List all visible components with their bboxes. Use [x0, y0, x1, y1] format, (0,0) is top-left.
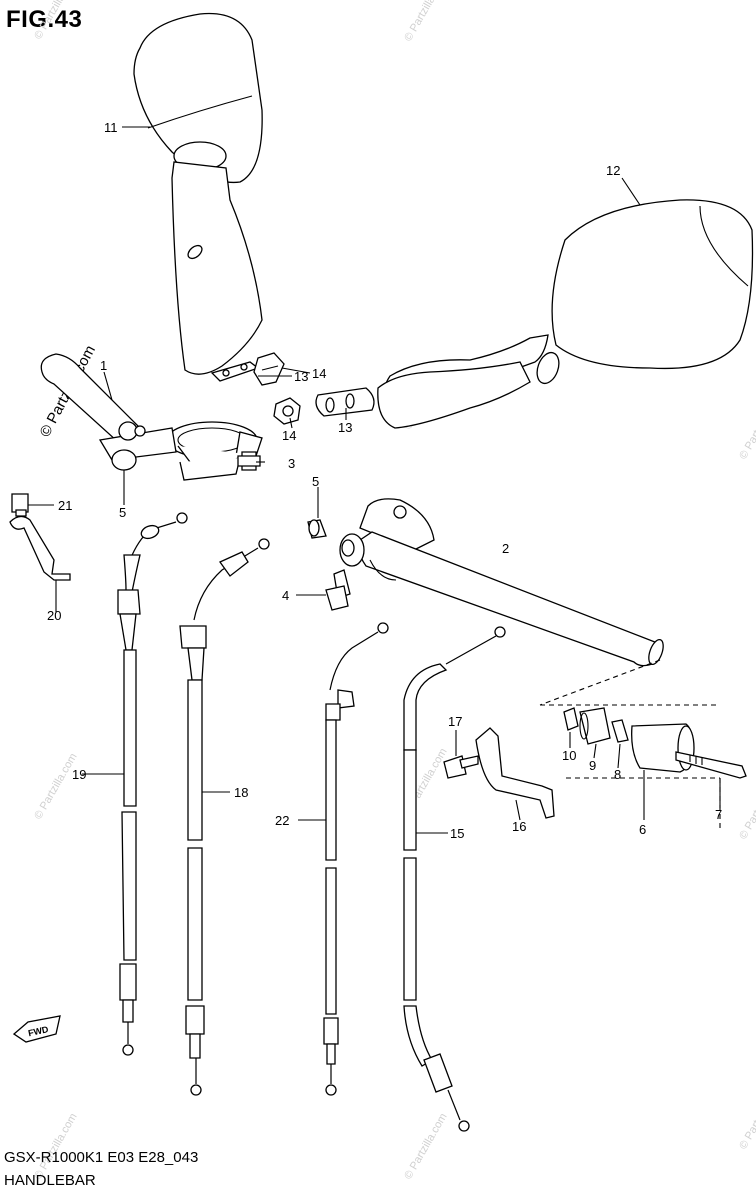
watermark: © Partzilla.com — [737, 391, 756, 461]
watermark: © Partzilla.com — [737, 1081, 756, 1151]
figure-title: FIG.43 — [6, 6, 83, 33]
callout-11: 11 — [104, 120, 118, 135]
cable-18 — [179, 538, 270, 1096]
watermark: © Partzilla.com — [402, 0, 449, 44]
nut-8 — [611, 719, 629, 743]
callout-12: 12 — [606, 163, 620, 178]
diagram-title: HANDLEBAR — [4, 1172, 96, 1189]
washer-10 — [563, 707, 579, 731]
watermarks: © Partzilla.com © Partzilla.com © Partzi… — [32, 0, 756, 1182]
fwd-label: FWD — [27, 1024, 50, 1038]
mirror-right — [377, 199, 754, 429]
callout-18: 18 — [234, 785, 248, 800]
callout-19: 19 — [72, 767, 86, 782]
callout-13: 13 — [294, 369, 308, 384]
callout-5: 5 — [119, 505, 126, 520]
bolt-3 — [237, 451, 261, 471]
watermark: © Partzilla.com — [737, 771, 756, 841]
callout-14: 14 — [312, 366, 326, 381]
mirror-nut-left — [253, 352, 285, 386]
callout-15: 15 — [450, 826, 464, 841]
handlebar-right — [339, 498, 664, 667]
bolt-17 — [443, 755, 479, 779]
bolt-21 — [11, 493, 29, 517]
screw-7 — [675, 751, 747, 779]
callout-7: 7 — [715, 807, 722, 822]
clamp-20 — [9, 515, 71, 581]
callout-14: 14 — [282, 428, 296, 443]
bracket-16 — [475, 727, 555, 819]
callout-16: 16 — [512, 819, 526, 834]
mirror-nut-right — [273, 397, 301, 425]
diagram-code: GSX-R1000K1 E03 E28_043 — [4, 1149, 199, 1166]
callout-9: 9 — [589, 758, 596, 773]
callout-13: 13 — [338, 420, 352, 435]
handlebar-left — [40, 353, 263, 481]
callout-3: 3 — [288, 456, 295, 471]
callout-8: 8 — [614, 767, 621, 782]
callout-2: 2 — [502, 541, 509, 556]
callout-17: 17 — [448, 714, 462, 729]
leader-lines — [28, 126, 721, 834]
watermark: © Partzilla.com — [32, 1111, 79, 1181]
watermark: © Partzilla.com — [32, 751, 79, 821]
watermark: © Partzilla.com — [32, 0, 79, 42]
callout-20: 20 — [47, 608, 61, 623]
assembly-dashed-lines — [539, 659, 721, 830]
cable-22 — [323, 622, 389, 1096]
callout-5: 5 — [312, 474, 319, 489]
balancer-6 — [631, 723, 695, 773]
callout-6: 6 — [639, 822, 646, 837]
mirror-washer-right — [315, 387, 375, 417]
watermark: © Partzilla.com — [402, 1111, 449, 1181]
plug-left — [111, 449, 137, 471]
callout-21: 21 — [58, 498, 72, 513]
cushion-9 — [579, 707, 611, 745]
cable-19 — [117, 512, 188, 1056]
callout-10: 10 — [562, 748, 576, 763]
callout-4: 4 — [282, 588, 289, 603]
cable-15 — [403, 626, 506, 1132]
callout-1: 1 — [100, 358, 107, 373]
mirror-left — [133, 12, 263, 375]
plug-right — [307, 519, 327, 539]
callout-22: 22 — [275, 813, 289, 828]
callout-labels: 11 12 13 14 1 14 13 3 5 5 21 2 4 20 17 1… — [47, 120, 722, 841]
fwd-arrow-icon: FWD — [12, 1015, 61, 1043]
bolt-4 — [325, 569, 351, 611]
